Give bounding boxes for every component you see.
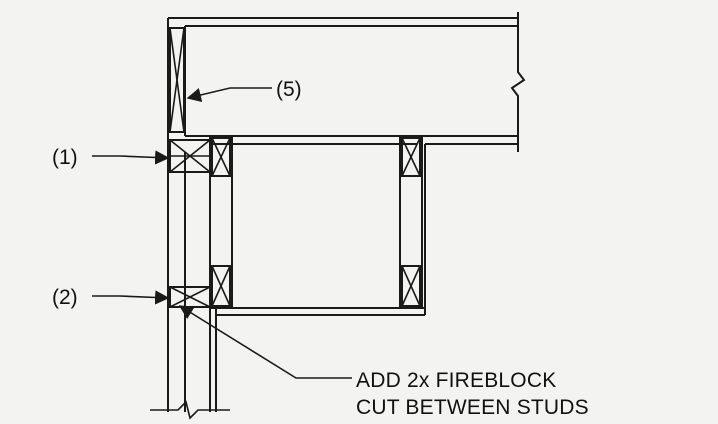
callout-1: (1) — [52, 146, 170, 169]
left-wall — [150, 18, 230, 420]
vertical-blocking-5 — [169, 27, 185, 133]
note-leader — [178, 305, 352, 379]
callout-2-label: (2) — [52, 286, 78, 309]
callout-5-label: (5) — [276, 78, 302, 101]
fireblock-note: ADD 2x FIREBLOCK CUT BETWEEN STUDS — [356, 369, 589, 419]
upper-floor-assembly — [168, 12, 526, 152]
callout-5: (5) — [186, 78, 302, 103]
callout-2: (2) — [52, 286, 170, 309]
note-line-1: ADD 2x FIREBLOCK — [356, 369, 556, 392]
fireblock-2 — [169, 286, 211, 308]
soffit-framing — [209, 135, 426, 316]
note-line-2: CUT BETWEEN STUDS — [356, 396, 589, 419]
callout-1-label: (1) — [52, 146, 78, 169]
fireblock-1 — [169, 139, 211, 173]
